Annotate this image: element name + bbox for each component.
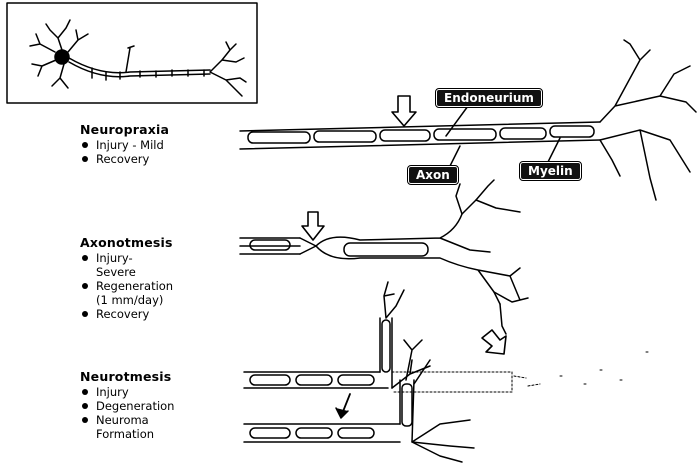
neuropraxia-arrow bbox=[392, 96, 416, 126]
myelin-label: Myelin bbox=[520, 162, 581, 180]
axon-label: Axon bbox=[408, 166, 458, 184]
neurotmesis-heading: Neurotmesis bbox=[80, 369, 171, 384]
axonotmesis-heading: Axonotmesis bbox=[80, 235, 173, 250]
list-item: Neuroma bbox=[80, 413, 174, 427]
list-item: Injury- bbox=[80, 251, 173, 265]
neuropraxia-list: Injury - Mild Recovery bbox=[80, 138, 164, 166]
list-item: Injury bbox=[80, 385, 174, 399]
list-item: Recovery bbox=[80, 152, 164, 166]
neuron-inset-frame bbox=[7, 3, 257, 103]
list-item: Degeneration bbox=[80, 399, 174, 413]
list-item-continuation: (1 mm/day) bbox=[80, 293, 173, 307]
neuropraxia-heading: Neuropraxia bbox=[80, 122, 169, 137]
axonotmesis-nerve bbox=[240, 180, 528, 334]
neurotmesis-nerve-lower bbox=[244, 340, 474, 462]
list-item-continuation: Severe bbox=[80, 265, 173, 279]
list-item: Recovery bbox=[80, 307, 173, 321]
list-item: Regeneration bbox=[80, 279, 173, 293]
axon-leader bbox=[450, 146, 460, 166]
neuropraxia-nerve bbox=[240, 40, 696, 200]
axonotmesis-list: Injury- Severe Regeneration (1 mm/day) R… bbox=[80, 251, 173, 321]
neurotmesis-arrow-down bbox=[336, 394, 350, 418]
scatter-dots bbox=[560, 352, 648, 384]
neurotmesis-list: Injury Degeneration Neuroma Formation bbox=[80, 385, 174, 441]
neurotmesis-arrow-right bbox=[482, 330, 506, 354]
neuron-inset-drawing bbox=[30, 20, 246, 96]
axonotmesis-arrow bbox=[302, 212, 324, 240]
list-item: Injury - Mild bbox=[80, 138, 164, 152]
list-item-continuation: Formation bbox=[80, 427, 174, 441]
endoneurium-leader bbox=[446, 106, 468, 136]
endoneurium-label: Endoneurium bbox=[436, 89, 542, 107]
